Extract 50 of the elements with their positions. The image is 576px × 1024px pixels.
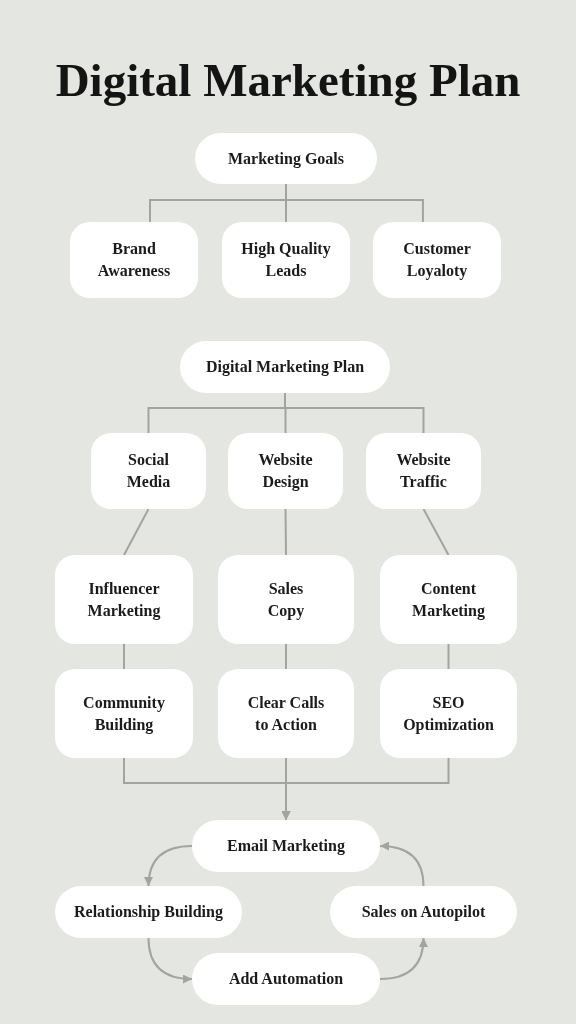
node-label: Brand Awareness bbox=[96, 239, 172, 281]
connector-arrow bbox=[379, 937, 428, 980]
connector-line bbox=[422, 508, 450, 556]
rounded-box bbox=[222, 222, 350, 298]
node-label: Email Marketing bbox=[227, 836, 345, 857]
connector-line bbox=[285, 643, 287, 670]
node-label: Add Automation bbox=[228, 969, 344, 989]
connector-arrow bbox=[144, 845, 193, 887]
rounded-box bbox=[373, 222, 501, 298]
connector-line bbox=[447, 643, 450, 670]
connector-line bbox=[284, 392, 425, 434]
pill-box bbox=[192, 820, 380, 872]
pill-box bbox=[195, 133, 377, 184]
connector-arrow bbox=[281, 757, 450, 821]
rounded-box bbox=[218, 555, 354, 644]
node-label: Marketing Goals bbox=[228, 148, 344, 170]
pill-box bbox=[180, 341, 390, 393]
rounded-box bbox=[55, 669, 193, 758]
rounded-box bbox=[380, 555, 517, 644]
pill-box bbox=[55, 886, 242, 938]
rounded-box bbox=[218, 669, 354, 758]
diagram-title: Digital Marketing Plan bbox=[55, 53, 521, 108]
node-label: High Quality Leads bbox=[240, 239, 332, 281]
node-label: Community Building bbox=[82, 692, 166, 736]
rounded-box bbox=[366, 433, 481, 509]
node-label: Social Media bbox=[125, 450, 172, 492]
pill-box bbox=[192, 953, 380, 1005]
pill-box bbox=[330, 886, 517, 938]
node-label: Relationship Building bbox=[74, 902, 223, 923]
node-label: SEO Optimization bbox=[402, 692, 495, 736]
connector-line bbox=[123, 643, 125, 670]
rounded-box bbox=[380, 669, 517, 758]
connector-line bbox=[285, 183, 424, 223]
node-label: Website Design bbox=[257, 450, 314, 493]
node-label: Digital Marketing Plan bbox=[205, 357, 365, 378]
connector-line bbox=[123, 508, 150, 556]
rounded-box bbox=[228, 433, 343, 509]
rounded-box bbox=[55, 555, 193, 644]
connector-arrow bbox=[379, 841, 425, 887]
connector-line bbox=[284, 508, 287, 556]
node-label: Sales Copy bbox=[266, 578, 306, 622]
rounded-box bbox=[91, 433, 206, 509]
node-label: Content Marketing bbox=[411, 578, 486, 622]
node-label: Customer Loyaloty bbox=[402, 239, 472, 282]
node-label: Influencer Marketing bbox=[86, 578, 162, 622]
node-label: Sales on Autopilot bbox=[361, 902, 486, 923]
node-label: Clear Calls to Action bbox=[246, 692, 326, 735]
rounded-box bbox=[70, 222, 198, 298]
connector-arrow bbox=[147, 937, 193, 984]
node-label: Website Traffic bbox=[395, 450, 452, 492]
